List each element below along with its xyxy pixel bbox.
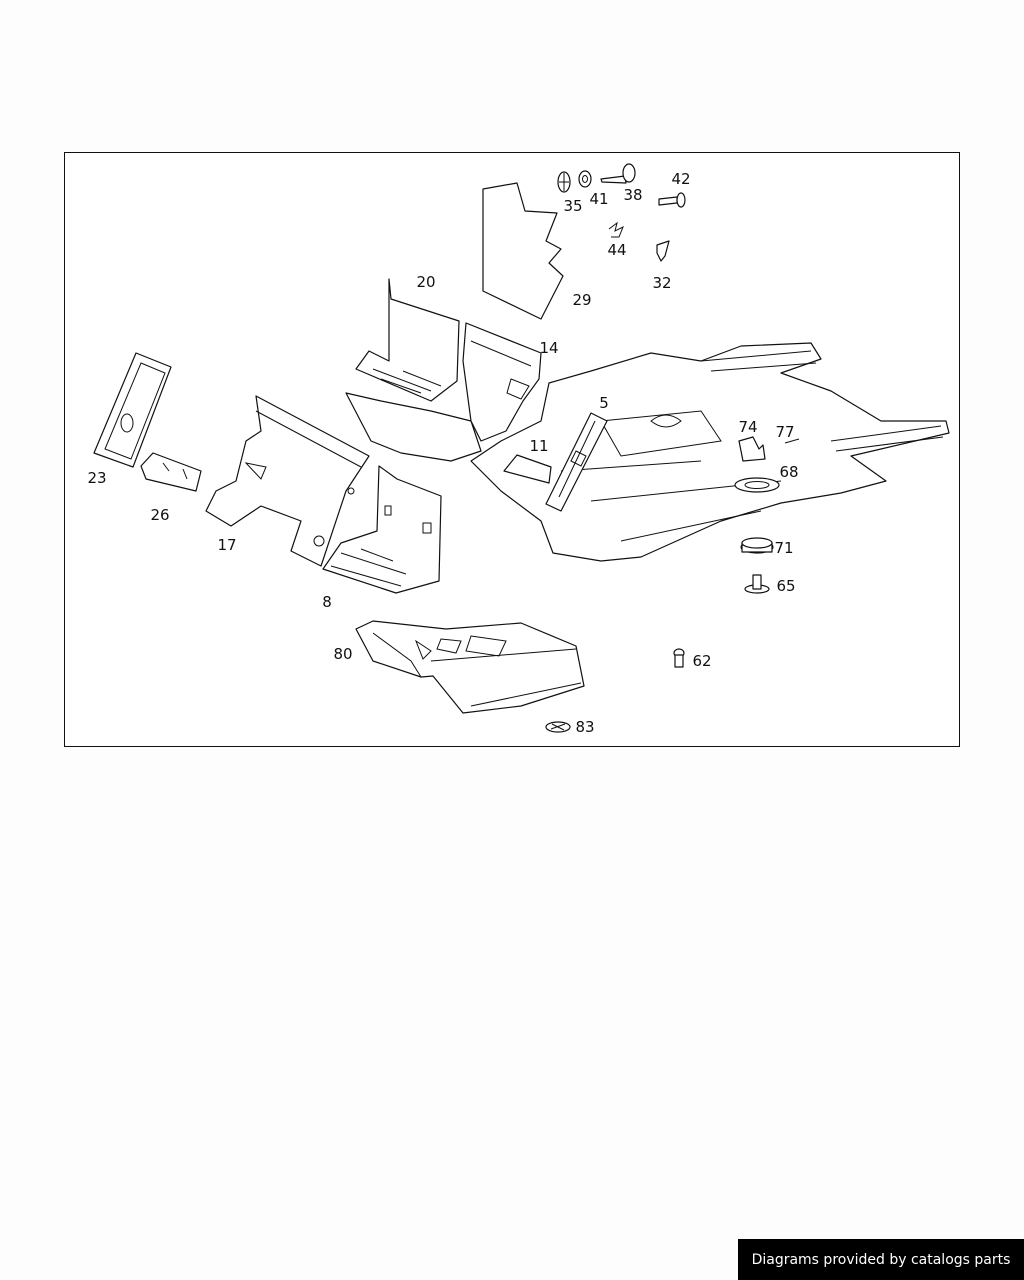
part-20-bracket: [345, 278, 482, 462]
parts-diagram-frame: 35 41 38 42 44 32 29 20 14 5 74 77 11 68…: [64, 152, 960, 747]
callout-26: 26: [150, 506, 169, 524]
callout-44: 44: [607, 241, 626, 259]
part-8-bracket: [322, 465, 442, 594]
callout-62: 62: [692, 652, 711, 670]
callout-38: 38: [623, 186, 642, 204]
callout-23: 23: [87, 469, 106, 487]
callout-41: 41: [589, 190, 608, 208]
part-14-panel: [462, 322, 542, 442]
part-17-crossmember: [205, 395, 370, 567]
callout-11: 11: [529, 437, 548, 455]
credit-text: Diagrams provided by catalogs parts: [751, 1251, 1011, 1268]
callout-83: 83: [575, 718, 594, 736]
part-29-shield: [482, 182, 564, 320]
callout-77: 77: [775, 423, 794, 441]
callout-68: 68: [779, 463, 798, 481]
callout-71: 71: [774, 539, 793, 557]
callout-65: 65: [776, 577, 795, 595]
callout-80: 80: [333, 645, 352, 663]
callout-29: 29: [572, 291, 591, 309]
floor-pan-assembly: [470, 342, 950, 562]
part-32-clip: [656, 240, 670, 262]
part-23-plate: [93, 352, 172, 468]
callout-42: 42: [671, 170, 690, 188]
part-44-clip: [608, 221, 624, 238]
part-77-pin: [784, 438, 800, 444]
callout-32: 32: [652, 274, 671, 292]
part-41-nut: [578, 170, 592, 188]
callout-14: 14: [539, 339, 558, 357]
part-68-grommet: [734, 477, 780, 493]
callout-labels: 35 41 38 42 44 32 29 20 14 5 74 77 11 68…: [87, 170, 798, 736]
callout-74: 74: [738, 418, 757, 436]
part-38-screw: [600, 175, 627, 184]
callout-35: 35: [563, 197, 582, 215]
callout-17: 17: [217, 536, 236, 554]
exploded-parts-diagram: 35 41 38 42 44 32 29 20 14 5 74 77 11 68…: [87, 163, 950, 736]
part-74-bracket: [738, 436, 766, 462]
hardware-parts: [545, 163, 800, 733]
callout-5: 5: [599, 394, 609, 412]
part-5-strip: [545, 412, 608, 512]
part-80-skid-plate: [355, 620, 585, 714]
callout-20: 20: [416, 273, 435, 291]
part-26-clip: [140, 452, 202, 492]
part-42-bolt: [658, 196, 678, 206]
callout-8: 8: [322, 593, 332, 611]
part-11-bracket: [503, 454, 552, 484]
credit-banner: Diagrams provided by catalogs parts: [738, 1239, 1024, 1280]
